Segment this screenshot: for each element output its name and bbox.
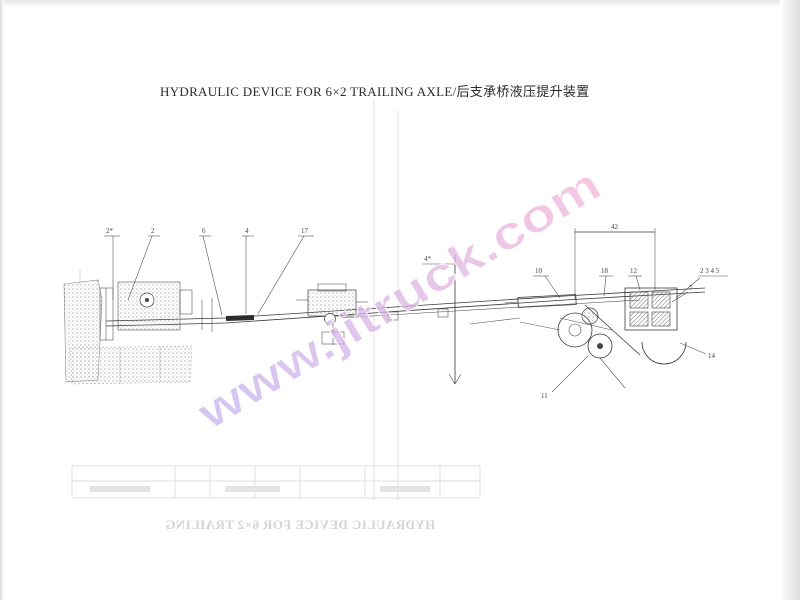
leader-line	[544, 275, 561, 299]
pump-shaft	[145, 298, 149, 302]
callout-label: 14	[708, 352, 716, 360]
hydraulic-pump-assembly	[63, 270, 193, 385]
bleed-table-smudge	[380, 486, 430, 492]
bleed-table-smudge	[225, 486, 280, 492]
callout-labels: 2* 2 6 4 17 4* 42 10 18 12 2 3 4 5 7 14 …	[106, 223, 720, 400]
callout-label: 11	[541, 392, 548, 400]
bracket-pad	[629, 311, 649, 327]
bleed-through-table	[71, 465, 481, 499]
bellcrank-pivot	[557, 312, 593, 348]
pipe-clamp	[387, 311, 399, 321]
leader-line	[679, 342, 707, 355]
feed-line	[469, 317, 521, 325]
lift-lever	[584, 304, 641, 356]
callout-label: 42	[611, 223, 619, 231]
support-rod	[599, 357, 626, 389]
leader-line	[127, 235, 153, 301]
leader-line	[551, 355, 589, 393]
valve-body	[307, 289, 357, 317]
scan-edge-top	[0, 0, 800, 7]
bleed-through-layer	[71, 100, 481, 500]
callout-label: 2	[151, 227, 155, 235]
leader-line	[635, 275, 641, 291]
reference-line	[448, 255, 462, 385]
leader-line	[202, 235, 223, 316]
bleed-through-title: HYDRAULIC DEVICE FOR 6×2 TRAILING	[165, 517, 436, 532]
roller	[581, 307, 599, 325]
valve-cap	[317, 283, 347, 292]
leader-line	[257, 235, 305, 315]
callout-label: 4	[245, 227, 249, 235]
leader-line	[671, 291, 689, 303]
dimension-line	[574, 228, 656, 300]
axle-wheel-arc	[641, 341, 687, 365]
pipe-clamp-bar	[225, 315, 255, 321]
lower-frame	[69, 345, 193, 385]
callout-label: 10	[535, 267, 543, 275]
bleed-table-smudge	[90, 486, 150, 492]
page-title: HYDRAULIC DEVICE FOR 6×2 TRAILING AXLE/后…	[160, 84, 590, 99]
callout-label: 2 3 4 5	[700, 267, 720, 275]
trailing-axle-assembly	[469, 228, 687, 389]
callout-label: 12	[630, 267, 638, 275]
lift-cylinder	[99, 287, 114, 341]
valve-handle	[321, 331, 345, 345]
axle-bracket	[624, 287, 678, 331]
bracket-pad	[629, 291, 649, 309]
valve-block	[296, 283, 368, 345]
feed-line	[519, 321, 561, 331]
leader-line	[603, 275, 607, 297]
lift-wheel-hub	[597, 343, 603, 349]
callout-label: 2*	[106, 227, 114, 235]
reference-arrow	[454, 373, 462, 385]
bracket-pad	[651, 311, 671, 327]
callout-label: 7	[689, 284, 693, 292]
scan-edge-left	[0, 0, 4, 600]
reference-arrow	[448, 373, 456, 385]
pivot-hub	[568, 323, 582, 337]
pump-bracket	[179, 289, 193, 315]
return-pipe	[339, 299, 641, 319]
callout-label: 17	[301, 227, 309, 235]
callout-label: 6	[202, 227, 206, 235]
cylinder-piston-rod	[504, 301, 519, 304]
link-bar	[559, 317, 613, 331]
scan-edge-right	[780, 0, 800, 600]
callout-label: 18	[601, 267, 609, 275]
bracket-pad	[651, 291, 671, 309]
lift-cylinder-body	[517, 294, 577, 308]
pipe-clamp	[437, 308, 449, 318]
callout-label: 4*	[424, 255, 432, 263]
leader-line	[675, 277, 701, 299]
leader-lines	[104, 235, 728, 393]
